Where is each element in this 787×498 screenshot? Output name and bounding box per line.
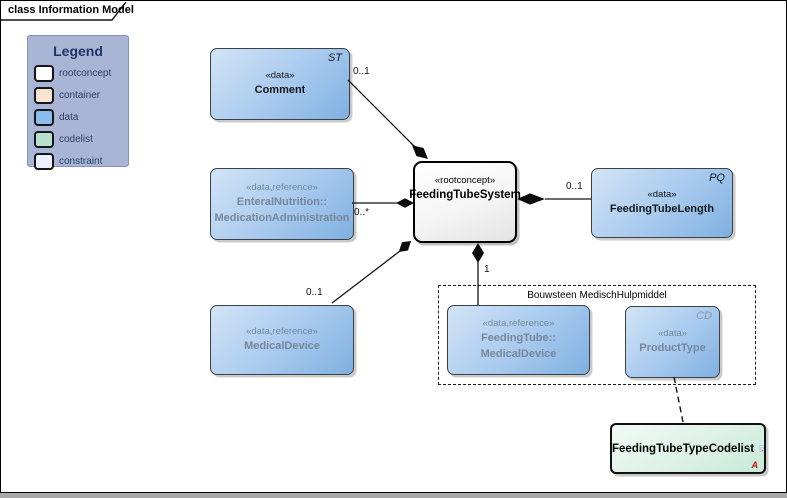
annotation-marker: A [751, 460, 759, 470]
node-enteralnutrition-medicationadministration[interactable]: «data,reference» EnteralNutrition:: Medi… [210, 168, 354, 240]
group-label: Bouwsteen MedischHulpmiddel [527, 290, 667, 301]
node-producttype[interactable]: CD «data» ProductType [625, 306, 720, 378]
stereotype-label: «data» [657, 328, 688, 340]
container-swatch-icon [34, 86, 54, 104]
stereotype-label: «data,reference» [246, 326, 318, 338]
node-name-line2: MedicalDevice [480, 347, 557, 360]
node-name-line1: EnteralNutrition:: [236, 195, 328, 208]
node-name: FeedingTubeLength [609, 202, 715, 215]
node-feedingtubetypecodelist[interactable]: FeedingTubeTypeCodelist A [610, 423, 766, 474]
legend-title: Legend [53, 43, 103, 59]
legend[interactable]: Legend rootconcept container data codeli… [27, 35, 129, 170]
constraint-swatch-icon [34, 152, 54, 170]
node-feedingtube-medicaldevice[interactable]: «data,reference» FeedingTube:: MedicalDe… [447, 305, 590, 375]
codelist-swatch-icon [34, 130, 54, 148]
node-name-line1: FeedingTube:: [481, 331, 556, 344]
node-name-line2: MedicationAdministration [214, 211, 350, 224]
node-feedingtubelength[interactable]: PQ «data» FeedingTubeLength [591, 168, 733, 238]
data-swatch-icon [34, 108, 54, 126]
node-name: FeedingTubeSystem [409, 189, 521, 202]
legend-item-label: data [59, 111, 79, 123]
node-name: Comment [254, 83, 306, 96]
rootconcept-swatch-icon [34, 64, 54, 82]
stereotype-label: «data,reference» [246, 182, 318, 194]
datatype-tag: PQ [709, 172, 725, 184]
legend-item-label: codelist [59, 133, 93, 145]
multiplicity-label: 0..* [354, 207, 370, 218]
stereotype-label: «data» [265, 70, 295, 82]
group-bouwsteen-medischhulpmiddel[interactable]: Bouwsteen MedischHulpmiddel [438, 285, 756, 385]
datatype-tag: CD [696, 310, 712, 322]
datatype-tag: ST [327, 52, 342, 64]
legend-item-label: container [59, 89, 101, 101]
legend-item-label: rootconcept [59, 67, 112, 79]
stereotype-label: «data» [647, 189, 677, 201]
stereotype-label: «data,reference» [482, 318, 555, 330]
window-edge [0, 493, 787, 498]
diagram-title-tab: class Information Model [8, 4, 134, 16]
multiplicity-label: 0..1 [306, 287, 323, 298]
multiplicity-label: 1 [484, 264, 490, 275]
node-feedingtubesystem[interactable]: «rootconcept» FeedingTubeSystem [409, 161, 521, 243]
legend-item-label: constraint [59, 155, 103, 167]
node-medicaldevice[interactable]: «data,reference» MedicalDevice [210, 305, 354, 375]
multiplicity-label: 0..1 [566, 181, 583, 192]
node-comment[interactable]: ST «data» Comment [210, 48, 350, 120]
node-name: ProductType [639, 341, 706, 354]
multiplicity-label: 0..1 [353, 66, 370, 77]
document-icon [759, 445, 764, 452]
node-name: FeedingTubeTypeCodelist [612, 442, 755, 455]
stereotype-label: «rootconcept» [434, 175, 496, 186]
node-name: MedicalDevice [244, 339, 320, 352]
